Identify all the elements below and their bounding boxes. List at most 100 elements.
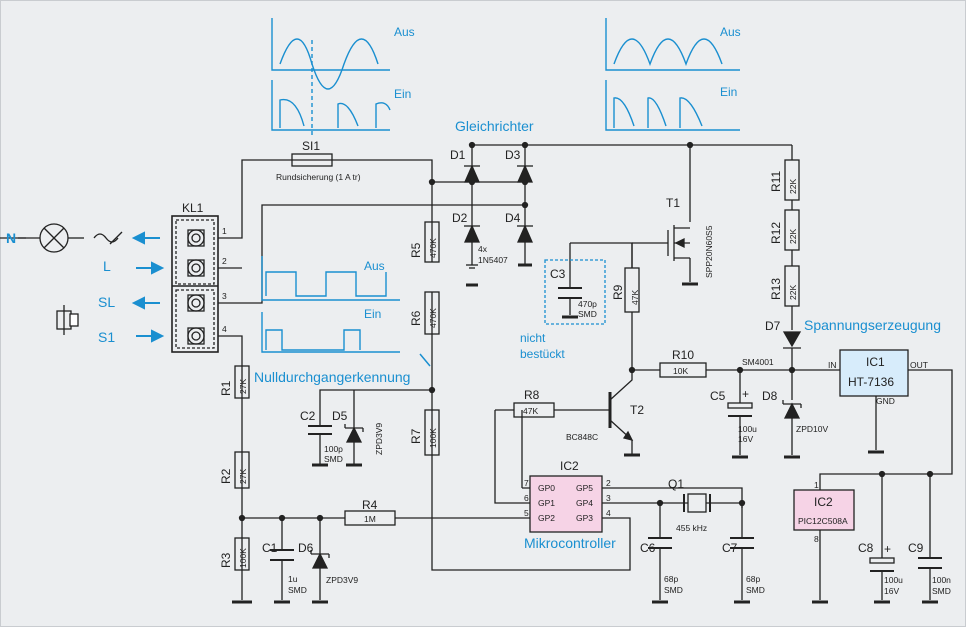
title-rectifier: Gleichrichter: [455, 118, 534, 134]
diode-d4: [517, 224, 533, 243]
label-r5-value: 470K: [428, 238, 438, 258]
terminal-pin-4: 4: [222, 324, 227, 334]
label-r3-value: 100K: [238, 548, 248, 568]
label-c9: C9: [908, 541, 924, 555]
terminal-pin-1: 1: [222, 226, 227, 236]
label-gp1: GP1: [538, 498, 555, 508]
zener-d8: [782, 400, 802, 419]
label-r9-value: 47K: [630, 290, 640, 305]
switch-symbol: [56, 305, 79, 335]
label-d7: D7: [765, 319, 781, 333]
terminal-pin-3: 3: [222, 291, 227, 301]
label-s1: S1: [98, 329, 115, 345]
resistor-r11: [784, 159, 800, 201]
terminal-screw: [187, 327, 205, 345]
label-q1: Q1: [668, 477, 684, 491]
label-pin-4: 4: [606, 508, 611, 518]
capacitor-c9: [918, 557, 942, 569]
label-r1-value: 27K: [238, 379, 248, 394]
wave-label-ein-3: Ein: [364, 307, 381, 321]
label-kl1: KL1: [182, 201, 204, 215]
label-r3: R3: [219, 552, 233, 568]
resistor-r5: [424, 221, 440, 263]
capacitor-c6: [648, 537, 672, 549]
label-c7: C7: [722, 541, 738, 555]
label-pin-3: 3: [606, 493, 611, 503]
label-not-fitted: nicht: [520, 331, 546, 345]
label-c2-value: 100p: [324, 444, 343, 454]
label-r6-value: 470K: [428, 308, 438, 328]
terminal-block-kl1: [171, 215, 219, 353]
label-t1-part: SPP20N60S5: [704, 225, 714, 278]
resistor-r12: [784, 209, 800, 251]
label-ic1-part: HT-7136: [848, 375, 894, 389]
label-pin-6: 6: [524, 493, 529, 503]
label-c9-type: SMD: [932, 586, 951, 596]
label-r4-value: 1M: [364, 514, 376, 524]
label-pin-2: 2: [606, 478, 611, 488]
label-c8-value: 100u: [884, 575, 903, 585]
label-ic2: IC2: [560, 459, 579, 473]
label-d1: D1: [450, 148, 466, 162]
diode-d7: [782, 331, 802, 349]
mcu-ic2: [529, 475, 603, 533]
label-sl: SL: [98, 294, 115, 310]
arrow-l: [136, 261, 165, 275]
label-ic1-out: OUT: [910, 360, 928, 370]
transistor-t2: [608, 370, 634, 455]
waveform-panel-rectifier-on: [271, 80, 391, 131]
label-gp3: GP3: [576, 513, 593, 523]
resistor-r4: [344, 510, 396, 526]
capacitor-c1: [270, 549, 294, 561]
label-r11-value: 22K: [788, 179, 798, 194]
terminal-pin-2: 2: [222, 256, 227, 266]
label-not-fitted-2: bestückt: [520, 347, 565, 361]
regulator-ic1: [839, 349, 909, 397]
arrow-n: [131, 231, 160, 245]
capacitor-c2: [308, 425, 332, 435]
lamp-symbol: [18, 223, 84, 253]
label-c3-type: SMD: [578, 309, 597, 319]
zener-d5: [344, 424, 364, 443]
resistor-r13: [784, 265, 800, 307]
capacitor-c5: [727, 402, 753, 417]
label-c6-type: SMD: [664, 585, 683, 595]
waveform-panel-supply-on: [605, 80, 740, 131]
label-d3: D3: [505, 148, 521, 162]
label-c1-value: 1u: [288, 574, 298, 584]
label-d4: D4: [505, 211, 521, 225]
label-gp2: GP2: [538, 513, 555, 523]
label-d2: D2: [452, 211, 468, 225]
label-pin-7: 7: [524, 478, 529, 488]
label-gp5: GP5: [576, 483, 593, 493]
label-d5-part: ZPD3V9: [374, 423, 384, 455]
label-c1: C1: [262, 541, 278, 555]
capacitor-c8: [869, 557, 895, 572]
waveform-panel-zero-cross: [261, 256, 400, 353]
label-r11: R11: [769, 171, 783, 192]
label-r7-value: 100K: [428, 428, 438, 448]
label-r12: R12: [769, 222, 783, 244]
label-diode-part: 1N5407: [478, 255, 508, 265]
label-diode-qty: 4x: [478, 244, 488, 254]
arrow-s1: [136, 329, 165, 343]
label-c5-value: 100u: [738, 424, 757, 434]
label-r13-value: 22K: [788, 285, 798, 300]
label-gp4: GP4: [576, 498, 593, 508]
label-r5: R5: [409, 242, 423, 258]
label-ic1: IC1: [866, 355, 885, 369]
label-c1-type: SMD: [288, 585, 307, 595]
label-r13: R13: [769, 278, 783, 300]
label-c3: C3: [550, 267, 566, 281]
label-t1: T1: [666, 196, 680, 210]
crystal-q1: [687, 493, 707, 513]
waveform-panel-rectifier-off: [271, 18, 390, 136]
label-ic1-gnd: GND: [876, 396, 895, 406]
label-r10: R10: [672, 348, 694, 362]
ac-source-symbol: [93, 231, 123, 245]
label-ic1-in: IN: [828, 360, 837, 370]
label-c8-voltage: 16V: [884, 586, 899, 596]
label-r1: R1: [219, 380, 233, 396]
label-r6: R6: [409, 310, 423, 326]
